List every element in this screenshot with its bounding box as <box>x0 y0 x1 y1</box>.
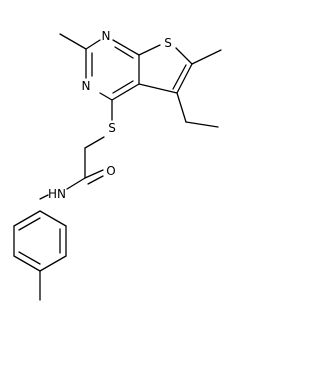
bond-c4-n3 <box>99 92 113 101</box>
bond-s-ch2 <box>84 136 105 149</box>
bond-ar-1 <box>39 210 67 227</box>
atom-n1: N <box>102 29 111 43</box>
bond-c4a-c4 <box>111 83 140 101</box>
bond-s-c6 <box>175 47 193 65</box>
bond-c5-c4a <box>138 83 178 94</box>
bond-ar-3 <box>39 255 67 272</box>
bond-ar-4 <box>13 255 41 272</box>
bond-co-o <box>84 169 104 179</box>
bond-co-o-inner <box>87 175 104 185</box>
atom-s-thioether: S <box>108 121 116 135</box>
bond-c2-n1 <box>85 39 101 50</box>
bond-c2-methyl <box>59 33 87 50</box>
bond-n1-c7a <box>112 39 140 56</box>
atom-labels: N N S S O HN <box>48 29 172 201</box>
bond-co-nh <box>66 177 86 190</box>
bond-c6-c5-inner <box>172 64 187 90</box>
bond-group-linker <box>39 136 105 200</box>
bond-group-core <box>59 33 222 128</box>
bond-group-tolyl <box>13 210 67 301</box>
bond-ar-6-inner <box>18 217 41 231</box>
bond-ar-4-inner <box>18 251 41 265</box>
bond-c5-ethyl-1 <box>176 92 187 123</box>
atom-nh-amide: HN <box>48 187 66 201</box>
bond-c5-ethyl-2 <box>185 121 219 128</box>
bond-n1-c7a-inner <box>114 46 134 59</box>
bond-c4a-c4-inner <box>112 80 134 94</box>
molecule-structure: N N S S O HN <box>13 29 222 301</box>
atom-o-carbonyl: O <box>106 164 115 178</box>
bond-ar-6 <box>13 210 41 227</box>
bond-c6-methyl <box>191 49 222 65</box>
atom-n3: N <box>82 79 91 93</box>
bond-c7a-s <box>138 44 161 56</box>
bond-c6-c5 <box>176 63 193 94</box>
atom-s-thiophene: S <box>164 36 172 50</box>
bond-nh-aryl <box>39 194 49 200</box>
